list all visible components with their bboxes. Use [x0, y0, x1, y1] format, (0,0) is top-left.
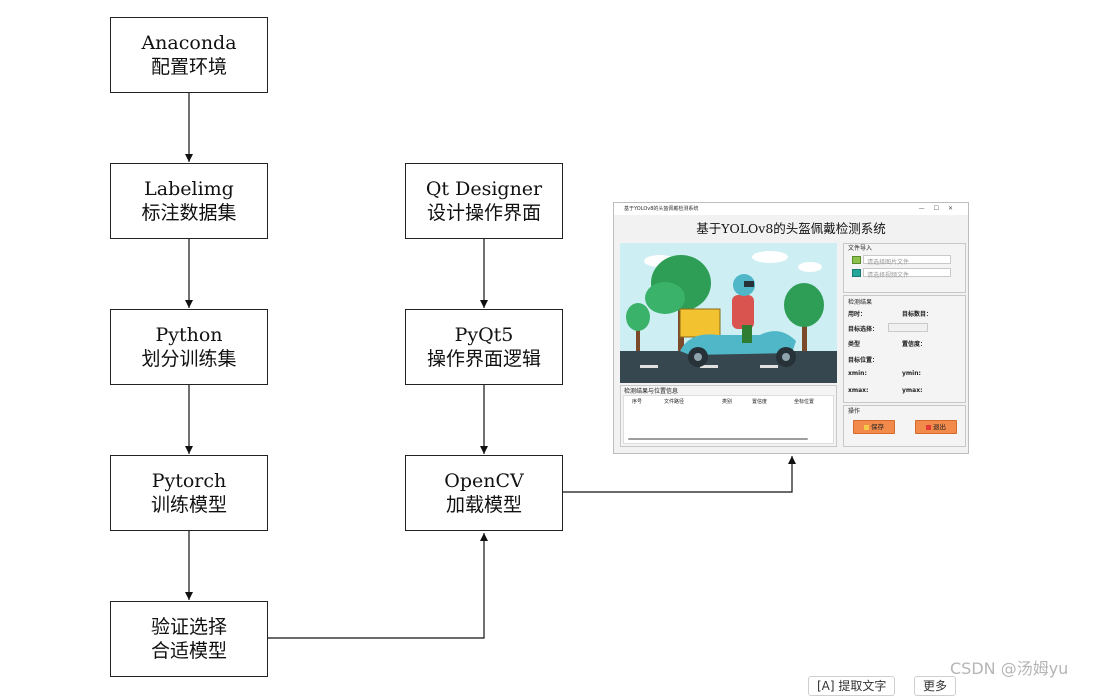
window-controls-icon: —☐✕ — [918, 205, 962, 212]
target-count-label: 目标数目： — [902, 311, 933, 318]
node-anaconda: Anaconda 配置环境 — [110, 17, 268, 93]
exit-button-label: 退出 — [933, 423, 946, 431]
arrow-opencv-app — [563, 456, 796, 493]
table-header-class: 类别 — [722, 399, 733, 405]
table-header-confidence: 置信度 — [752, 399, 768, 405]
node-anaconda-line2: 配置环境 — [150, 56, 227, 78]
detection-image — [620, 243, 837, 383]
type-label: 类型 — [848, 341, 861, 348]
node-python-line1: Python — [155, 324, 223, 346]
video-file-icon[interactable] — [852, 269, 861, 277]
image-file-input[interactable]: 请选择图片文件 — [863, 255, 951, 266]
xmin-label: xmin: — [848, 370, 867, 377]
results-table-label: 检测结果与位置信息 — [624, 388, 679, 395]
node-python-line2: 划分训练集 — [141, 348, 237, 370]
node-labelimg-line2: 标注数据集 — [141, 202, 237, 224]
node-opencv-line1: OpenCV — [444, 470, 524, 492]
exit-button[interactable]: 退出 — [915, 420, 957, 434]
table-header-index: 序号 — [632, 399, 643, 405]
detect-result-label: 检测结果 — [848, 299, 873, 306]
node-labelimg: Labelimg 标注数据集 — [110, 163, 268, 239]
node-qtdesigner: Qt Designer 设计操作界面 — [405, 163, 563, 239]
node-opencv-line2: 加载模型 — [445, 494, 522, 516]
operations-label: 操作 — [848, 408, 861, 415]
results-table[interactable]: 序号 文件路径 类别 置信度 坐标位置 — [623, 395, 834, 444]
node-qtdesigner-line2: 设计操作界面 — [426, 202, 541, 224]
node-pyqt5-line2: 操作界面逻辑 — [426, 348, 541, 370]
target-select-label: 目标选择： — [848, 326, 879, 333]
app-window-title: 基于YOLOv8的头盔佩戴检测系统 — [624, 206, 699, 212]
node-labelimg-line1: Labelimg — [144, 178, 234, 200]
confidence-label: 置信度： — [902, 341, 927, 348]
video-file-input[interactable]: 请选择视频文件 — [863, 268, 951, 279]
time-label: 用时： — [848, 311, 867, 318]
node-qtdesigner-line1: Qt Designer — [425, 178, 543, 200]
node-pytorch-line1: Pytorch — [151, 470, 227, 492]
node-verify: 验证选择 合适模型 — [110, 601, 268, 677]
node-verify-line1: 验证选择 — [150, 616, 227, 638]
image-file-icon[interactable] — [852, 256, 861, 264]
save-button[interactable]: 保存 — [853, 420, 895, 434]
app-window-screenshot: 基于YOLOv8的头盔佩戴检测系统 —☐✕ 基于YOLOv8的头盔佩戴检测系统 … — [613, 202, 969, 454]
exit-icon — [926, 424, 931, 430]
results-table-panel: 检测结果与位置信息 序号 文件路径 类别 置信度 坐标位置 — [620, 385, 837, 447]
ymin-label: ymin: — [902, 370, 921, 377]
xmax-label: xmax: — [848, 387, 869, 394]
node-opencv: OpenCV 加载模型 — [405, 455, 563, 531]
node-pytorch-line2: 训练模型 — [150, 494, 227, 516]
node-pyqt5: PyQt5 操作界面逻辑 — [405, 309, 563, 385]
save-icon — [864, 424, 869, 430]
node-anaconda-line1: Anaconda — [141, 32, 237, 54]
node-verify-line2: 合适模型 — [150, 640, 227, 662]
table-header-path: 文件路径 — [664, 399, 685, 405]
position-label: 目标位置： — [848, 357, 879, 364]
node-pyqt5-line1: PyQt5 — [454, 324, 514, 346]
table-header-position: 坐标位置 — [794, 399, 815, 405]
file-import-panel: 文件导入 请选择图片文件 请选择视频文件 — [843, 243, 966, 293]
extract-text-button[interactable]: [A] 提取文字 — [808, 676, 896, 696]
ymax-label: ymax: — [902, 387, 923, 394]
watermark: CSDN @汤姆yu — [950, 659, 1069, 678]
app-titlebar: 基于YOLOv8的头盔佩戴检测系统 —☐✕ — [614, 203, 968, 215]
table-scrollbar[interactable] — [628, 438, 808, 440]
arrow-verify-opencv — [268, 533, 488, 639]
save-button-label: 保存 — [871, 423, 884, 431]
image-file-placeholder: 请选择图片文件 — [867, 259, 910, 266]
app-title: 基于YOLOv8的头盔佩戴检测系统 — [696, 221, 886, 236]
target-select-dropdown[interactable] — [888, 323, 928, 332]
video-file-placeholder: 请选择视频文件 — [867, 272, 910, 279]
file-import-label: 文件导入 — [848, 245, 873, 252]
operations-panel: 操作 保存 退出 — [843, 405, 966, 447]
node-python: Python 划分训练集 — [110, 309, 268, 385]
node-pytorch: Pytorch 训练模型 — [110, 455, 268, 531]
detect-result-panel: 检测结果 用时： 目标数目： 目标选择： 类型 置信度： 目标位置： xmin:… — [843, 295, 966, 403]
more-button[interactable]: 更多 — [914, 676, 957, 696]
